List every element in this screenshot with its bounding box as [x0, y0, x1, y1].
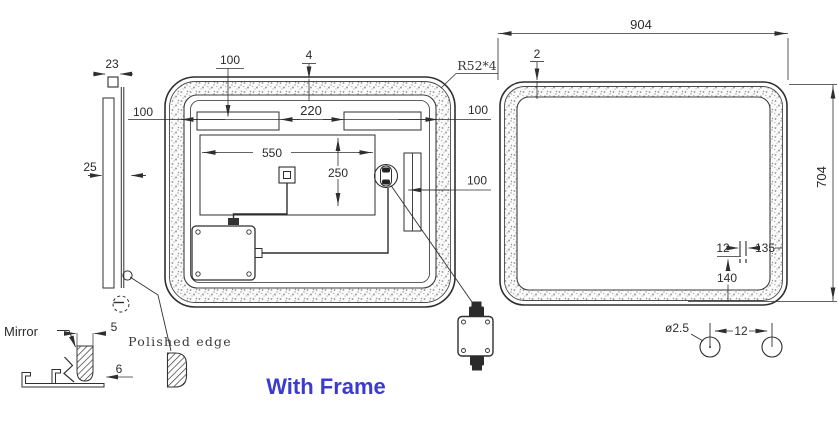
dim-100-top-label: 100 [220, 53, 240, 67]
polished-edge-detail: Polished edge [128, 334, 232, 388]
side-profile-view: 23 25 100 [83, 57, 153, 313]
dim-135-label: 135 [755, 241, 775, 255]
mounting-hole-detail: 12 ø2.5 [665, 321, 783, 358]
mirror-label: Mirror [4, 324, 39, 339]
polished-edge-section [166, 352, 188, 388]
channel-bracket [21, 372, 105, 388]
polished-edge-label: Polished edge [128, 334, 232, 349]
led-strip-top-right [343, 111, 422, 131]
caption-with-frame: With Frame [266, 374, 386, 399]
hole-right [761, 336, 783, 358]
dim-2-label: 2 [534, 47, 541, 61]
dim-diameter-label: ø2.5 [665, 321, 689, 335]
dim-12-slot-label: 12 [716, 241, 730, 255]
dim-12-holes-label: 12 [734, 324, 748, 338]
dim-100-right-label: 100 [468, 103, 488, 117]
dim-550-label: 550 [262, 146, 282, 160]
dim-904-label: 904 [630, 17, 652, 32]
wire-connector [228, 218, 239, 225]
led-strip-top-left [196, 111, 280, 131]
dim-5-label: 5 [111, 320, 118, 334]
front-view: 220 100 4 100 100 550 250 R52*4 [128, 48, 498, 352]
dim-140-label: 140 [717, 271, 737, 285]
dim-4-label: 4 [306, 48, 313, 62]
dim-23-label: 23 [105, 57, 119, 71]
junction-box [457, 301, 494, 371]
back-view: 904 2 704 12 135 140 [497, 17, 837, 306]
dim-100-left-label: 100 [133, 105, 153, 119]
front-mirror-area [183, 94, 437, 289]
dim-100-side-strip-label: 100 [467, 174, 487, 188]
back-mirror-area [516, 96, 771, 291]
mirror-section-detail: Mirror 5 6 [4, 320, 133, 388]
spring-clip [63, 356, 75, 383]
dim-220-label: 220 [300, 103, 322, 118]
hole-left [699, 336, 721, 358]
detail-zoom-circle [112, 295, 130, 313]
dim-25-label: 25 [83, 160, 97, 174]
touch-switch [373, 163, 399, 189]
glass-section-hatched [76, 345, 94, 382]
dim-704-label: 704 [814, 166, 829, 188]
corner-radius-label: R52*4 [457, 58, 497, 73]
dim-6-label: 6 [116, 362, 123, 376]
dim-250-label: 250 [328, 166, 348, 180]
back-frame-outer [499, 81, 788, 306]
